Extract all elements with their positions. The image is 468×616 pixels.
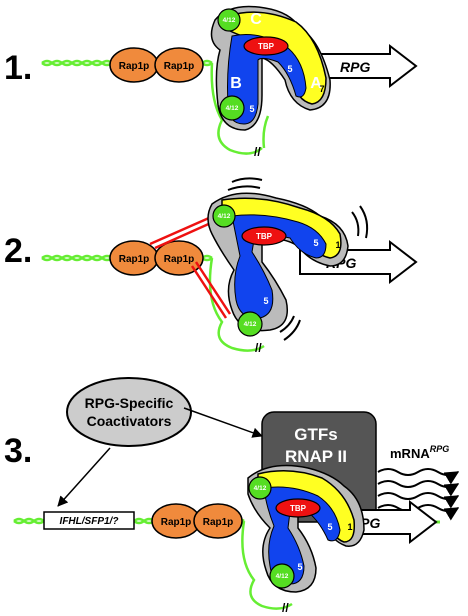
mrna-transcripts: mRNARPG xyxy=(377,444,460,521)
tbp-ellipse xyxy=(243,36,289,56)
green-subunit xyxy=(217,8,241,32)
svg-text://: // xyxy=(254,145,261,159)
tfiid-complex-1: TBP 4/12 4/12 C B A 5 5 7 xyxy=(210,5,331,131)
ifhl-label: IFHL/SFP1/? xyxy=(60,516,119,527)
subunit-412-label: 4/12 xyxy=(244,321,257,328)
rap1p-label: Rap1p xyxy=(203,517,234,528)
mrna-label: mRNARPG xyxy=(390,444,449,461)
subunit-5-label: 5 xyxy=(287,64,292,74)
tbp-label: TBP xyxy=(290,504,307,513)
green-subunit xyxy=(237,311,263,337)
rap1p-ellipse xyxy=(154,47,204,83)
subunit-b-label: B xyxy=(230,75,242,92)
subunit-7-label: 7 xyxy=(319,84,324,94)
coactivators-line2: Coactivators xyxy=(87,413,172,429)
subunit-5-label: 5 xyxy=(263,296,268,306)
subunit-5-label: 5 xyxy=(313,238,318,248)
subunit-5-label: 5 xyxy=(249,104,254,114)
ifhl-box: IFHL/SFP1/? xyxy=(43,511,135,530)
motion-lines xyxy=(351,205,369,239)
rpg-label: RPG xyxy=(340,59,370,75)
panel-step-2: 2. // Rap1p Rap1p RPG xyxy=(4,177,418,355)
subunit-5-label: 5 xyxy=(327,522,332,532)
rap1p-label: Rap1p xyxy=(119,254,150,265)
panel-step-3: 3. RPG-Specific Coactivators // IFHL/SFP… xyxy=(4,377,460,615)
tfiid-complex-3: TBP 4/12 4/12 5 5 1 xyxy=(247,464,365,593)
motion-lines xyxy=(227,177,263,191)
coactivators-line1: RPG-Specific xyxy=(85,395,174,411)
svg-text://: // xyxy=(282,601,289,615)
subunit-412-label: 4/12 xyxy=(254,485,267,492)
green-subunit xyxy=(269,563,295,589)
gtfs-line1: GTFs xyxy=(294,425,337,444)
subunit-412-label: 4/12 xyxy=(226,105,239,112)
svg-text://: // xyxy=(255,341,262,355)
step-2-number: 2. xyxy=(4,232,32,270)
arrow-to-gtfs xyxy=(183,407,263,438)
subunit-c-label: C xyxy=(250,11,262,28)
tbp-label: TBP xyxy=(258,42,275,51)
tfiid-complex-2: TBP 4/12 4/12 5 5 1 xyxy=(207,177,369,341)
subunit-412-label: 4/12 xyxy=(276,573,289,580)
green-subunit xyxy=(219,95,245,121)
tbp-ellipse xyxy=(275,498,321,518)
rap1p-pair-1: Rap1p Rap1p xyxy=(109,47,204,83)
green-subunit xyxy=(248,476,272,500)
panel-step-1: 1. // Rap1p Rap1p RPG xyxy=(4,5,418,159)
subunit-1-label: 1 xyxy=(347,522,352,532)
subunit-a-label: A xyxy=(310,75,322,92)
interaction-lines xyxy=(190,261,232,319)
subunit-412-label: 4/12 xyxy=(218,213,231,220)
green-subunit xyxy=(212,204,236,228)
rap1p-label: Rap1p xyxy=(119,61,150,72)
motion-lines xyxy=(279,315,301,341)
subunit-412-label: 4/12 xyxy=(223,17,236,24)
coactivators-bubble: RPG-Specific Coactivators xyxy=(66,377,192,447)
tbp-ellipse xyxy=(241,226,287,246)
subunit-5-label: 5 xyxy=(297,562,302,572)
arrow-to-ifhl xyxy=(57,447,111,507)
rap1p-pair-2: Rap1p Rap1p xyxy=(109,212,232,319)
rap1p-pair-3: Rap1p Rap1p xyxy=(151,503,243,539)
gtfs-line2: RNAP II xyxy=(285,447,347,466)
rap1p-label: Rap1p xyxy=(161,517,192,528)
rap1p-ellipse xyxy=(154,240,204,276)
rap1p-label: Rap1p xyxy=(164,61,195,72)
rap1p-label: Rap1p xyxy=(164,254,195,265)
subunit-1-label: 1 xyxy=(335,240,340,250)
tbp-label: TBP xyxy=(256,232,273,241)
step-1-number: 1. xyxy=(4,49,32,87)
step-3-number: 3. xyxy=(4,432,32,470)
rap1p-ellipse xyxy=(193,503,243,539)
